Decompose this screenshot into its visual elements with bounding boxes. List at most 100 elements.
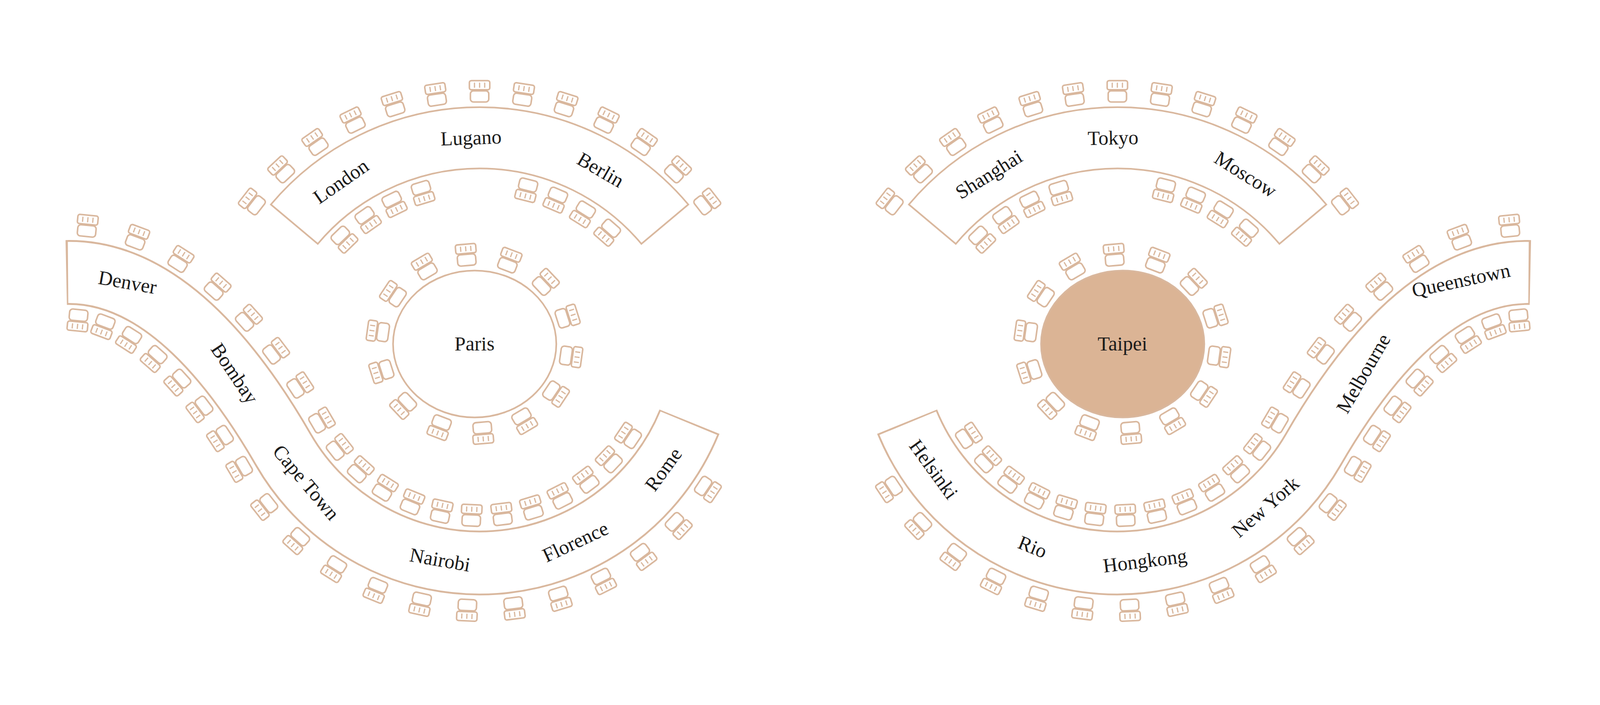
chair (530, 267, 560, 297)
chair (426, 413, 453, 441)
chair (1024, 585, 1051, 612)
chair (1285, 525, 1315, 555)
chair (977, 106, 1005, 135)
chair (456, 599, 478, 622)
chair (166, 245, 195, 274)
chair (1507, 308, 1530, 332)
round-table: Taipei (1039, 268, 1207, 420)
table-outline (250, 97, 709, 255)
chair (972, 445, 1002, 475)
chair (389, 390, 419, 420)
table-name: Lugano (440, 127, 503, 149)
chair (455, 243, 477, 267)
chair (90, 312, 117, 340)
chair (67, 308, 90, 332)
chair (1058, 252, 1087, 282)
chair (1282, 371, 1312, 400)
table-edge (907, 272, 1531, 563)
chair (980, 567, 1008, 596)
table-top (393, 270, 557, 418)
chair (1037, 390, 1067, 420)
table-top (66, 272, 690, 563)
chair (76, 214, 99, 238)
chair (594, 445, 624, 475)
table-edge (66, 272, 690, 563)
chair (424, 82, 448, 107)
chair (225, 454, 255, 483)
chair (237, 187, 267, 217)
chair (954, 421, 983, 451)
chair (1022, 482, 1051, 511)
chair (139, 343, 169, 373)
chair (1018, 190, 1046, 218)
table-name: Paris (454, 334, 495, 354)
chair (409, 179, 436, 206)
chair (1222, 455, 1252, 485)
chair (471, 421, 494, 445)
chair (1404, 367, 1434, 397)
chair (301, 128, 330, 157)
chair (381, 91, 407, 118)
chair (569, 199, 598, 229)
chair (307, 406, 336, 435)
table-name: Tokyo (1087, 127, 1139, 149)
curved-table: DenverBombayCape TownNairobiFlorenceRome (30, 224, 760, 613)
chair (320, 554, 349, 583)
chair (1230, 106, 1258, 135)
chair (1062, 82, 1086, 107)
chair (1158, 406, 1187, 436)
chair (629, 128, 658, 157)
chair (519, 494, 545, 521)
chair (1047, 179, 1074, 206)
chair (1190, 91, 1217, 118)
chair (1231, 217, 1261, 247)
chair (1180, 186, 1207, 214)
chair (1453, 325, 1482, 354)
chair (1317, 491, 1347, 521)
chair (614, 421, 643, 451)
chair (542, 186, 570, 214)
chair (1103, 243, 1125, 267)
chair (123, 224, 150, 251)
chair (1446, 224, 1473, 251)
chair (1144, 247, 1171, 275)
chair (875, 474, 904, 504)
chair (1330, 187, 1360, 217)
chair (572, 465, 601, 495)
table-top (908, 107, 1326, 244)
chair (1115, 504, 1137, 527)
chair (1198, 473, 1227, 503)
chair (398, 488, 426, 516)
chair (593, 217, 623, 247)
chair (1071, 596, 1095, 621)
chair (206, 423, 235, 453)
chair (1052, 494, 1078, 521)
chair (1171, 488, 1199, 516)
chair (1074, 413, 1101, 441)
chair (1016, 358, 1043, 384)
chair (592, 106, 620, 135)
chair (1402, 245, 1431, 274)
chair (496, 247, 523, 275)
chair (163, 367, 193, 397)
chair (1207, 576, 1235, 604)
chair (490, 502, 514, 526)
chair (1248, 554, 1277, 583)
curved-table: HelsinkiRioHongkongNew YorkMelbourneQuee… (836, 224, 1566, 613)
chair (589, 567, 618, 596)
chair (1143, 498, 1168, 524)
chair (1382, 394, 1412, 423)
chair (115, 325, 144, 354)
chair (1261, 406, 1290, 435)
chair (510, 406, 539, 436)
round-table: Paris (391, 268, 559, 420)
chair (429, 498, 454, 524)
chair (1207, 344, 1231, 368)
chair (410, 252, 439, 282)
chair (546, 482, 575, 511)
chair (1178, 267, 1208, 297)
chair (1164, 591, 1189, 617)
chair (967, 224, 997, 254)
chair (663, 510, 693, 540)
